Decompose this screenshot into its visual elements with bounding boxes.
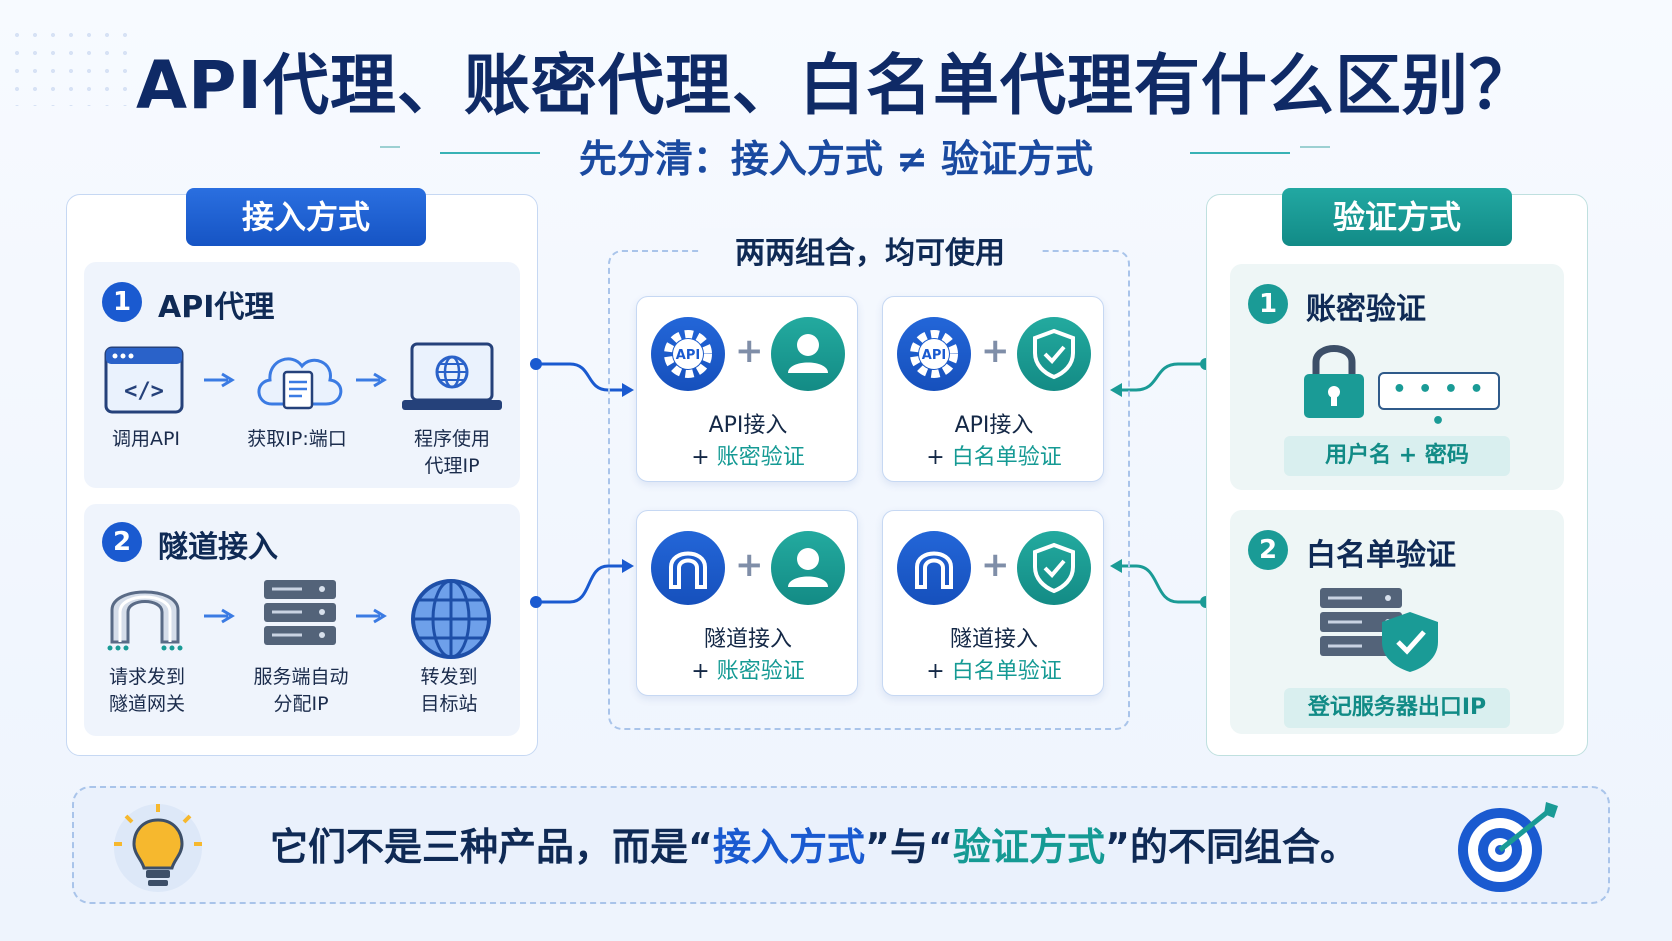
combo-plus-sign: +	[735, 545, 764, 585]
target-icon	[1458, 802, 1558, 892]
step-call-api: 调用API	[111, 428, 181, 450]
tunnel-access-number: 2	[102, 522, 142, 562]
laptop-globe-icon	[402, 342, 502, 410]
tunnel-access-title: 隧道接入	[158, 530, 278, 565]
flow-arrow-3	[204, 608, 235, 624]
summary-em-verify: 验证方式	[952, 825, 1105, 869]
user-icon	[771, 531, 845, 605]
combo-line1: 隧道接入	[949, 627, 1038, 652]
password-mask-field: • • • • •	[1378, 372, 1500, 434]
access-method-header: 接入方式	[186, 188, 426, 246]
password-verify-number: 1	[1248, 284, 1288, 324]
shield-check-icon	[1017, 531, 1091, 605]
tunnel-magnet-icon	[107, 590, 183, 651]
svg-text:API: API	[676, 348, 700, 363]
user-icon	[771, 317, 845, 391]
whitelist-verify-number: 2	[1248, 530, 1288, 570]
step-program-use-proxy: 程序使用 代理IP	[413, 428, 490, 477]
combo-api-password: API + API接入 + 账密验证	[636, 296, 858, 482]
combo-line1: API接入	[708, 413, 788, 438]
step-send-to-gateway: 请求发到 隧道网关	[108, 666, 185, 715]
globe-icon	[411, 579, 491, 659]
svg-text:</>: </>	[124, 379, 164, 404]
combo-line2: + 白名单验证	[926, 445, 1062, 470]
tunnel-magnet-icon	[651, 531, 725, 605]
summary-em-access: 接入方式	[712, 825, 865, 869]
step-get-ip-port: 获取IP:端口	[247, 428, 347, 450]
code-window-icon: </>	[104, 346, 184, 414]
combo-line2: + 白名单验证	[926, 659, 1062, 684]
flow-arrow-4	[356, 608, 387, 624]
combo-tunnel-password: + 隧道接入 + 账密验证	[636, 510, 858, 696]
combo-line2: + 账密验证	[691, 445, 805, 470]
combo-api-whitelist: API + API接入 + 白名单验证	[882, 296, 1104, 482]
username-password-chip: 用户名 + 密码	[1284, 436, 1510, 476]
subtitle-deco-right	[1190, 152, 1290, 154]
summary-text: 它们不是三种产品，而是“接入方式”与“验证方式”的不同组合。	[270, 825, 1358, 869]
shield-check-icon	[1017, 317, 1091, 391]
combo-plus-sign: +	[981, 545, 1010, 585]
combo-plus-sign: +	[735, 331, 764, 371]
left-connectors	[530, 358, 634, 608]
flow-arrow-2	[356, 372, 387, 388]
cloud-document-icon	[257, 357, 343, 410]
combo-plus-sign: +	[981, 331, 1010, 371]
server-stack-icon	[264, 580, 336, 645]
api-proxy-number: 1	[102, 282, 142, 322]
combination-title: 两两组合，均可使用	[700, 228, 1040, 272]
step-forward-to-target: 转发到 目标站	[420, 666, 478, 715]
step-server-assign-ip: 服务端自动 分配IP	[253, 666, 349, 715]
subtitle-deco-right-2	[1300, 146, 1330, 148]
combo-line1: 隧道接入	[703, 627, 792, 652]
whitelist-verify-title: 白名单验证	[1306, 538, 1456, 573]
api-gear-icon: API	[651, 317, 725, 391]
verification-method-header: 验证方式	[1282, 188, 1512, 246]
combo-line2: + 账密验证	[691, 659, 805, 684]
svg-text:API: API	[922, 348, 946, 363]
api-gear-icon: API	[897, 317, 971, 391]
lightbulb-icon	[114, 804, 202, 892]
summary-banner	[72, 786, 1610, 904]
tunnel-magnet-icon	[897, 531, 971, 605]
password-verify-title: 账密验证	[1306, 292, 1426, 327]
subtitle-deco-left-2	[380, 146, 400, 148]
page-subtitle: 先分清：接入方式 ≠ 验证方式	[578, 137, 1094, 181]
combo-tunnel-whitelist: + 隧道接入 + 白名单验证	[882, 510, 1104, 696]
padlock-icon	[1304, 345, 1364, 418]
page-title: API代理、账密代理、白名单代理有什么区别？	[135, 47, 1536, 124]
decorative-dots	[8, 26, 128, 106]
combo-line1: API接入	[954, 413, 1034, 438]
server-shield-icon	[1320, 588, 1438, 672]
register-exit-ip-chip: 登记服务器出口IP	[1284, 688, 1510, 728]
flow-arrow-1	[204, 372, 235, 388]
subtitle-deco-left	[440, 152, 540, 154]
api-proxy-title: API代理	[158, 290, 275, 325]
